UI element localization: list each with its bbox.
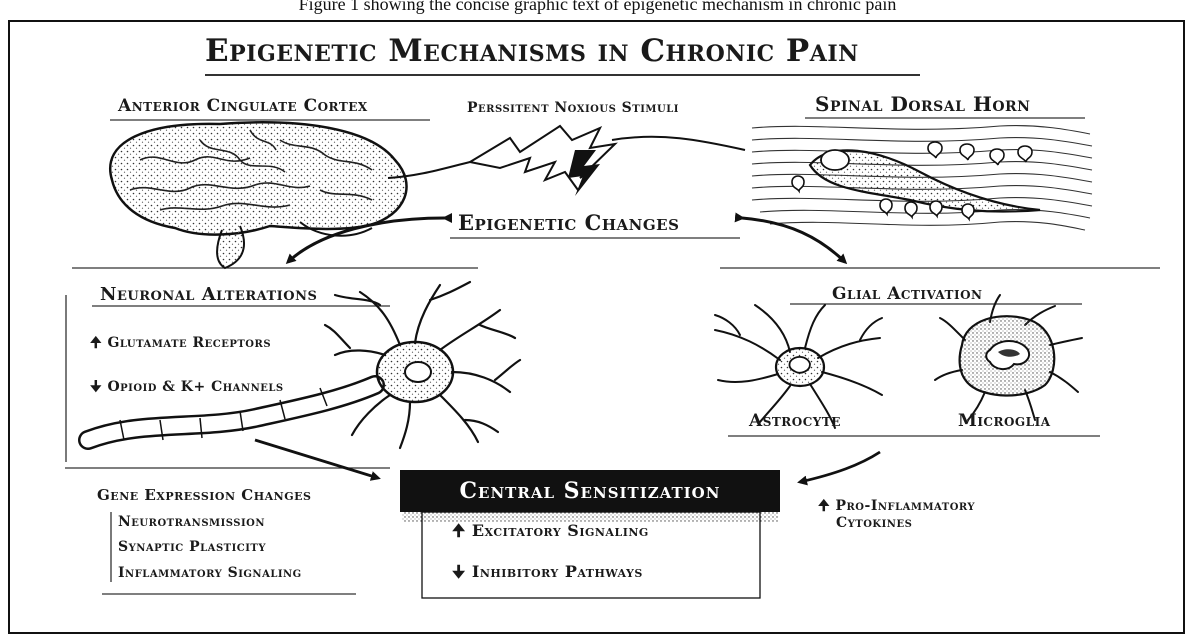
brain-illustration — [110, 122, 406, 268]
inhibitory-text: Inhibitory Pathways — [472, 562, 643, 581]
up-arrow-icon: 🠉 — [818, 498, 830, 514]
lightning-bolt-illustration — [388, 126, 745, 196]
spinal-dorsal-horn-illustration — [752, 126, 1092, 230]
up-arrow-icon: 🠉 — [90, 335, 102, 351]
stimuli-label: Perssitent Noxious Stimuli — [467, 100, 679, 116]
down-arrow-icon: 🠋 — [90, 379, 102, 395]
gene-item-inflammatory-signaling: Inflammatory Signaling — [118, 565, 302, 581]
microglia-illustration — [935, 295, 1082, 420]
inhibitory-item: 🠋 Inhibitory Pathways — [452, 561, 643, 588]
astrocyte-illustration — [715, 305, 882, 428]
excitatory-item: 🠉 Excitatory Signaling — [452, 520, 649, 547]
microglia-label: Microglia — [958, 411, 1051, 431]
excitatory-text: Excitatory Signaling — [472, 521, 649, 540]
central-sensitization-heading: Central Sensitization — [400, 470, 780, 512]
glutamate-item: 🠉 Glutamate Receptors — [90, 332, 271, 356]
glial-activation-heading: Glial Activation — [832, 284, 983, 304]
acc-label: Anterior Cingulate Cortex — [118, 96, 368, 116]
epigenetic-changes-label: Epigenetic Changes — [458, 210, 679, 235]
gene-item-neurotransmission: Neurotransmission — [118, 514, 265, 530]
down-arrow-icon: 🠋 — [452, 562, 466, 581]
sdh-label: Spinal Dorsal Horn — [815, 92, 1030, 116]
opioid-text: Opioid & K+ Channels — [107, 379, 283, 395]
cytokines-line1: Pro-Inflammatory — [835, 498, 975, 514]
title-underline — [205, 74, 920, 76]
up-arrow-icon: 🠉 — [452, 521, 466, 540]
gene-expression-heading: Gene Expression Changes — [97, 486, 311, 504]
neuronal-alterations-heading: Neuronal Alterations — [100, 284, 317, 305]
gene-item-synaptic-plasticity: Synaptic Plasticity — [118, 539, 266, 555]
neuron-illustration — [88, 282, 520, 448]
astrocyte-label: Astrocyte — [749, 411, 841, 431]
glutamate-text: Glutamate Receptors — [107, 335, 271, 351]
cytokines-line2: Cytokines — [818, 515, 912, 531]
diagram-title: Epigenetic Mechanisms in Chronic Pain — [205, 33, 859, 69]
opioid-item: 🠋 Opioid & K+ Channels — [90, 376, 284, 400]
